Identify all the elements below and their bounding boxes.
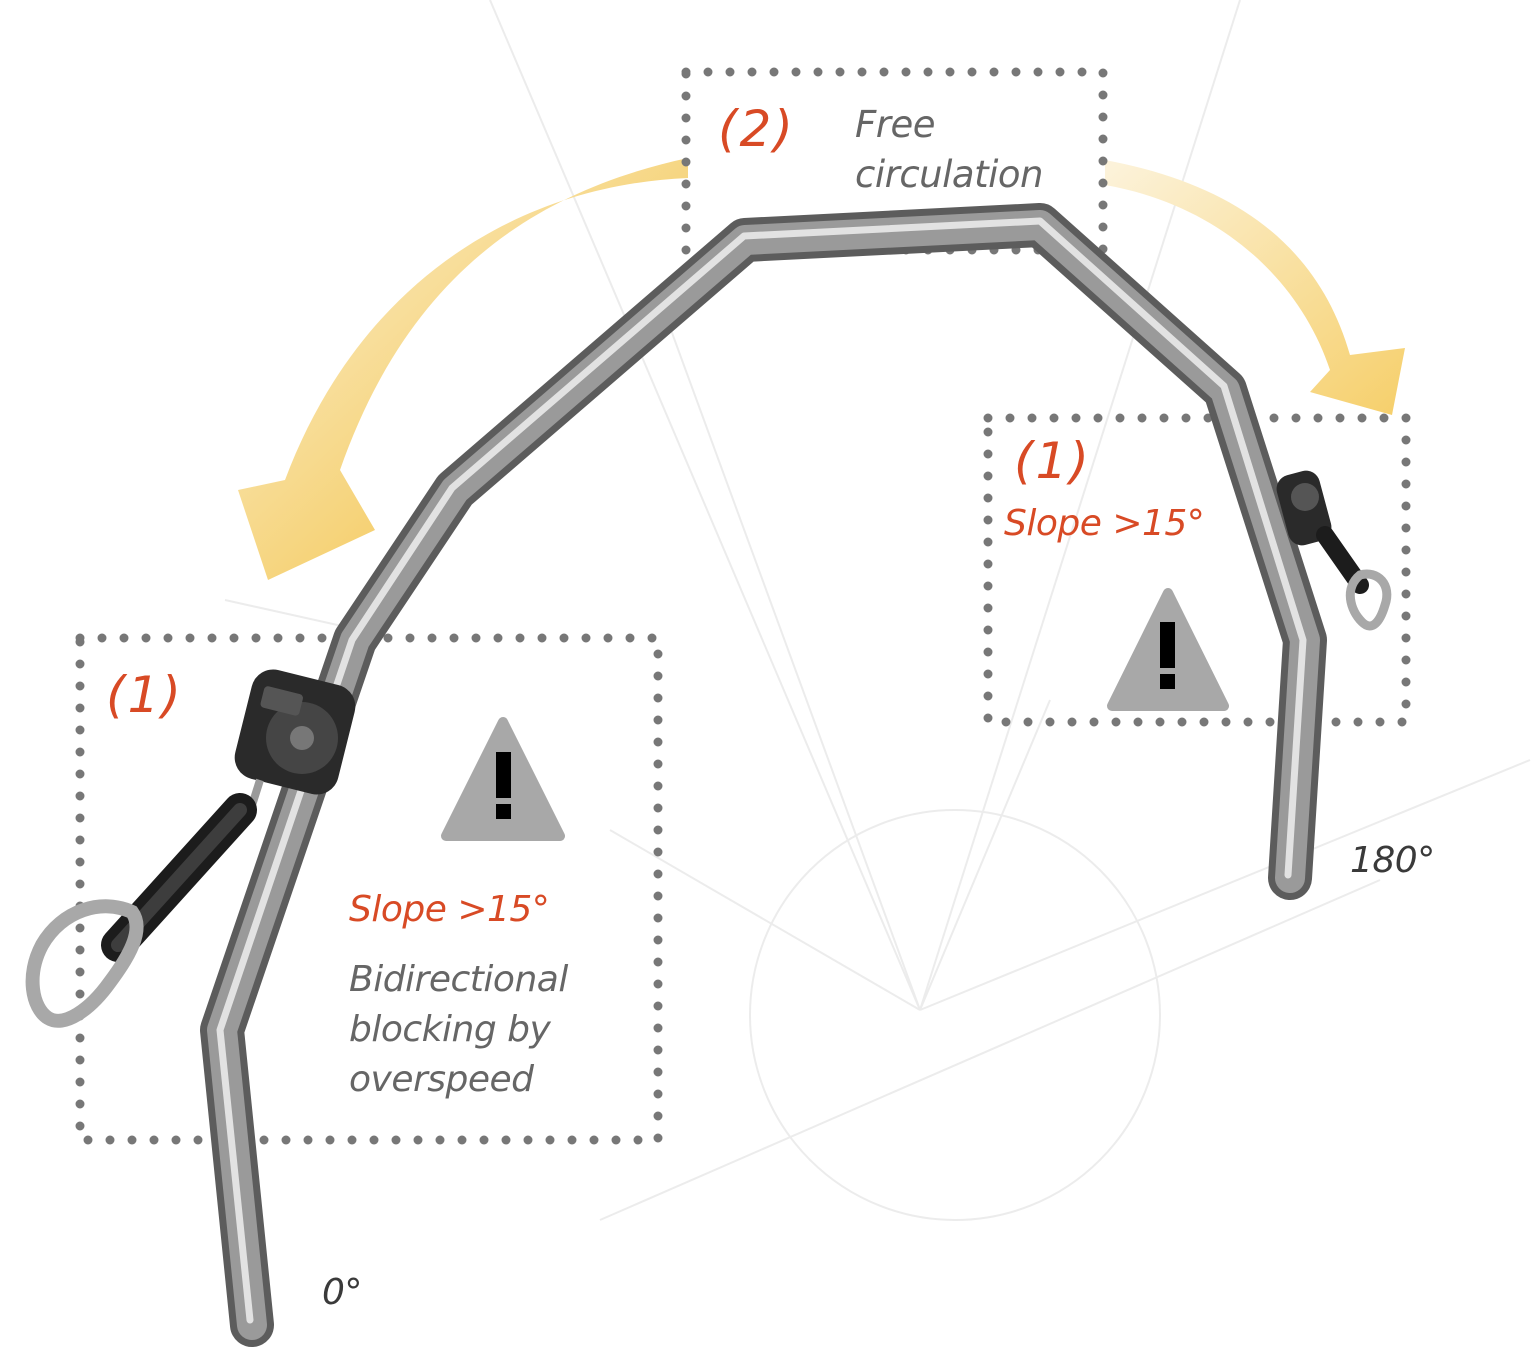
warning-triangle-icon [1107, 588, 1229, 711]
circulation-label: circulation [855, 153, 1043, 196]
slope-label-right: Slope >15° [1004, 503, 1205, 544]
carabiner-icon [25, 899, 144, 1028]
zone-number-top: (2) [718, 100, 795, 158]
curved-arrow-icon [1105, 160, 1405, 415]
zone-number-left: (1) [106, 666, 183, 724]
free-label: Free [855, 103, 936, 146]
angle-end-label: 180° [1350, 840, 1435, 881]
angle-start-label: 0° [322, 1272, 362, 1313]
blocking-by-label: blocking by [349, 1009, 551, 1050]
curved-rail [200, 203, 1327, 1347]
bidirectional-label: Bidirectional [349, 959, 568, 1000]
carabiner-icon [1345, 569, 1392, 631]
zone-box-right [983, 413, 1411, 727]
overspeed-label: overspeed [349, 1059, 534, 1100]
zone-number-right: (1) [1014, 432, 1091, 490]
zone-box-top [681, 67, 1108, 255]
protractor-guides [224, 0, 1531, 1221]
fall-arrester-icon [101, 669, 356, 962]
curved-arrow-icon [238, 158, 688, 580]
slope-label-left: Slope >15° [349, 889, 550, 930]
warning-triangle-icon [441, 717, 565, 841]
